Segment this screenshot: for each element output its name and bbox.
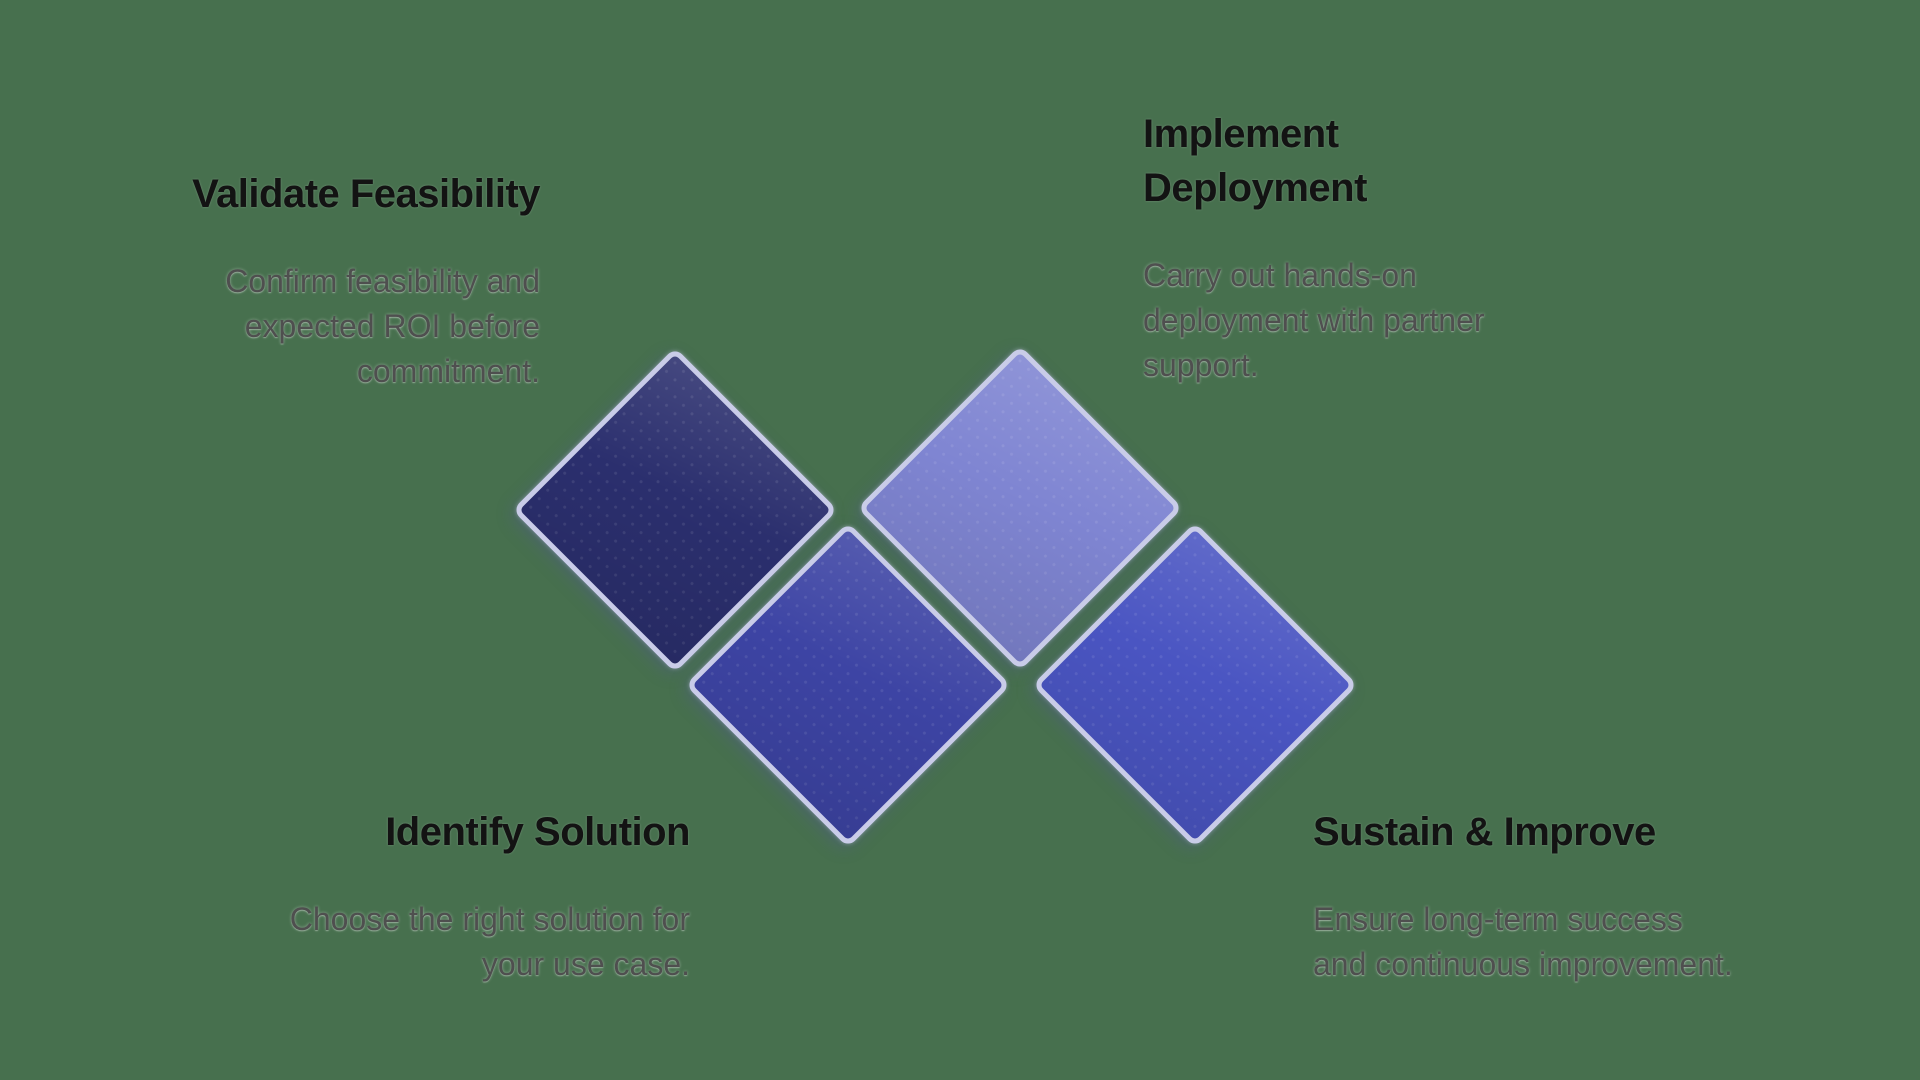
step-description: Choose the right solution for your use c… [289,901,690,982]
step-sustain-improve: Sustain & Improve Ensure long-term succe… [1313,805,1733,987]
step-identify-solution: Identify Solution Choose the right solut… [289,805,691,987]
step-description: Confirm feasibility and expected ROI bef… [225,263,540,389]
step-implement-deployment: Implement Deployment Carry out hands-on … [1143,107,1485,388]
step-title: Sustain & Improve [1313,810,1656,854]
step-description: Carry out hands-on deployment with partn… [1143,257,1485,383]
step-title: Validate Feasibility [192,172,540,216]
step-title: Implement Deployment [1143,112,1367,210]
step-description: Ensure long-term success and continuous … [1313,901,1733,982]
step-title: Identify Solution [385,810,690,854]
step-validate-feasibility: Validate Feasibility Confirm feasibility… [192,167,540,394]
